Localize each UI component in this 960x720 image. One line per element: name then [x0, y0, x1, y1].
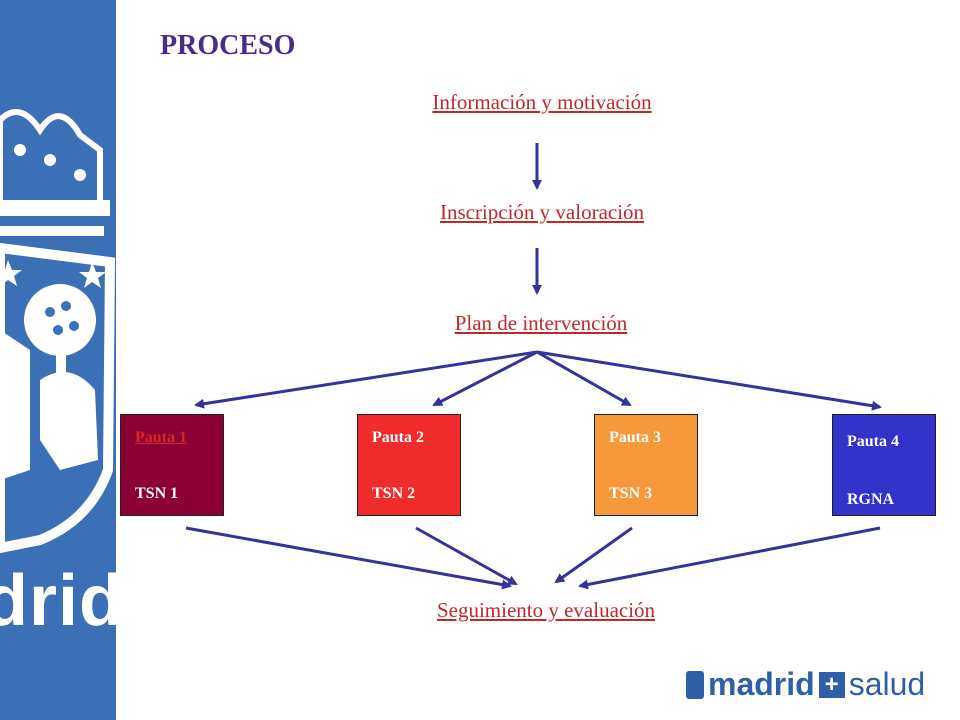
pauta-4-box: Pauta 4 RGNA [832, 414, 936, 516]
logo-madrid-text: madrid [708, 666, 815, 702]
step-informacion: Información y motivación [432, 90, 652, 114]
pauta-4-label: Pauta 4 [847, 433, 899, 450]
pauta-1-label[interactable]: Pauta 1 [135, 429, 187, 446]
arrow-pauta1-to-seguimiento [185, 526, 512, 590]
pauta-3-box: Pauta 3 TSN 3 [594, 414, 698, 516]
pauta-2-tsn: TSN 2 [372, 485, 416, 502]
pauta-1-box: Pauta 1 TSN 1 [120, 414, 224, 516]
step-seguimiento: Seguimiento y evaluación [436, 598, 656, 622]
pauta-2-label: Pauta 2 [372, 429, 424, 446]
arrow-pauta2-to-seguimiento [415, 526, 518, 586]
madrid-watermark-text: drid [0, 561, 116, 641]
arrow-plan-to-pauta4 [536, 350, 882, 411]
madrid-seal-icon [686, 670, 704, 699]
pauta-4-tsn: RGNA [847, 491, 895, 508]
madrid-salud-logo: madrid + salud [686, 666, 925, 703]
side-band-watermark: drid [0, 0, 116, 720]
arrow-plan-to-pauta2 [432, 350, 538, 407]
plus-icon: + [818, 671, 845, 698]
logo-salud-text: salud [848, 666, 926, 702]
arrow-pauta4-to-seguimiento [578, 526, 881, 590]
pauta-3-tsn: TSN 3 [609, 485, 653, 502]
step-inscripcion: Inscripción y valoración [439, 200, 645, 224]
arrow-plan-to-pauta3 [536, 350, 632, 407]
madrid-crest-icon [0, 109, 116, 554]
page-title: PROCESO [160, 30, 296, 61]
arrow-plan-to-pauta1 [194, 350, 538, 409]
arrow-pauta3-to-seguimiento [554, 526, 633, 584]
pauta-3-label: Pauta 3 [609, 429, 661, 446]
step-plan: Plan de intervención [454, 311, 628, 335]
pauta-2-box: Pauta 2 TSN 2 [357, 414, 461, 516]
pauta-1-tsn: TSN 1 [135, 485, 179, 502]
